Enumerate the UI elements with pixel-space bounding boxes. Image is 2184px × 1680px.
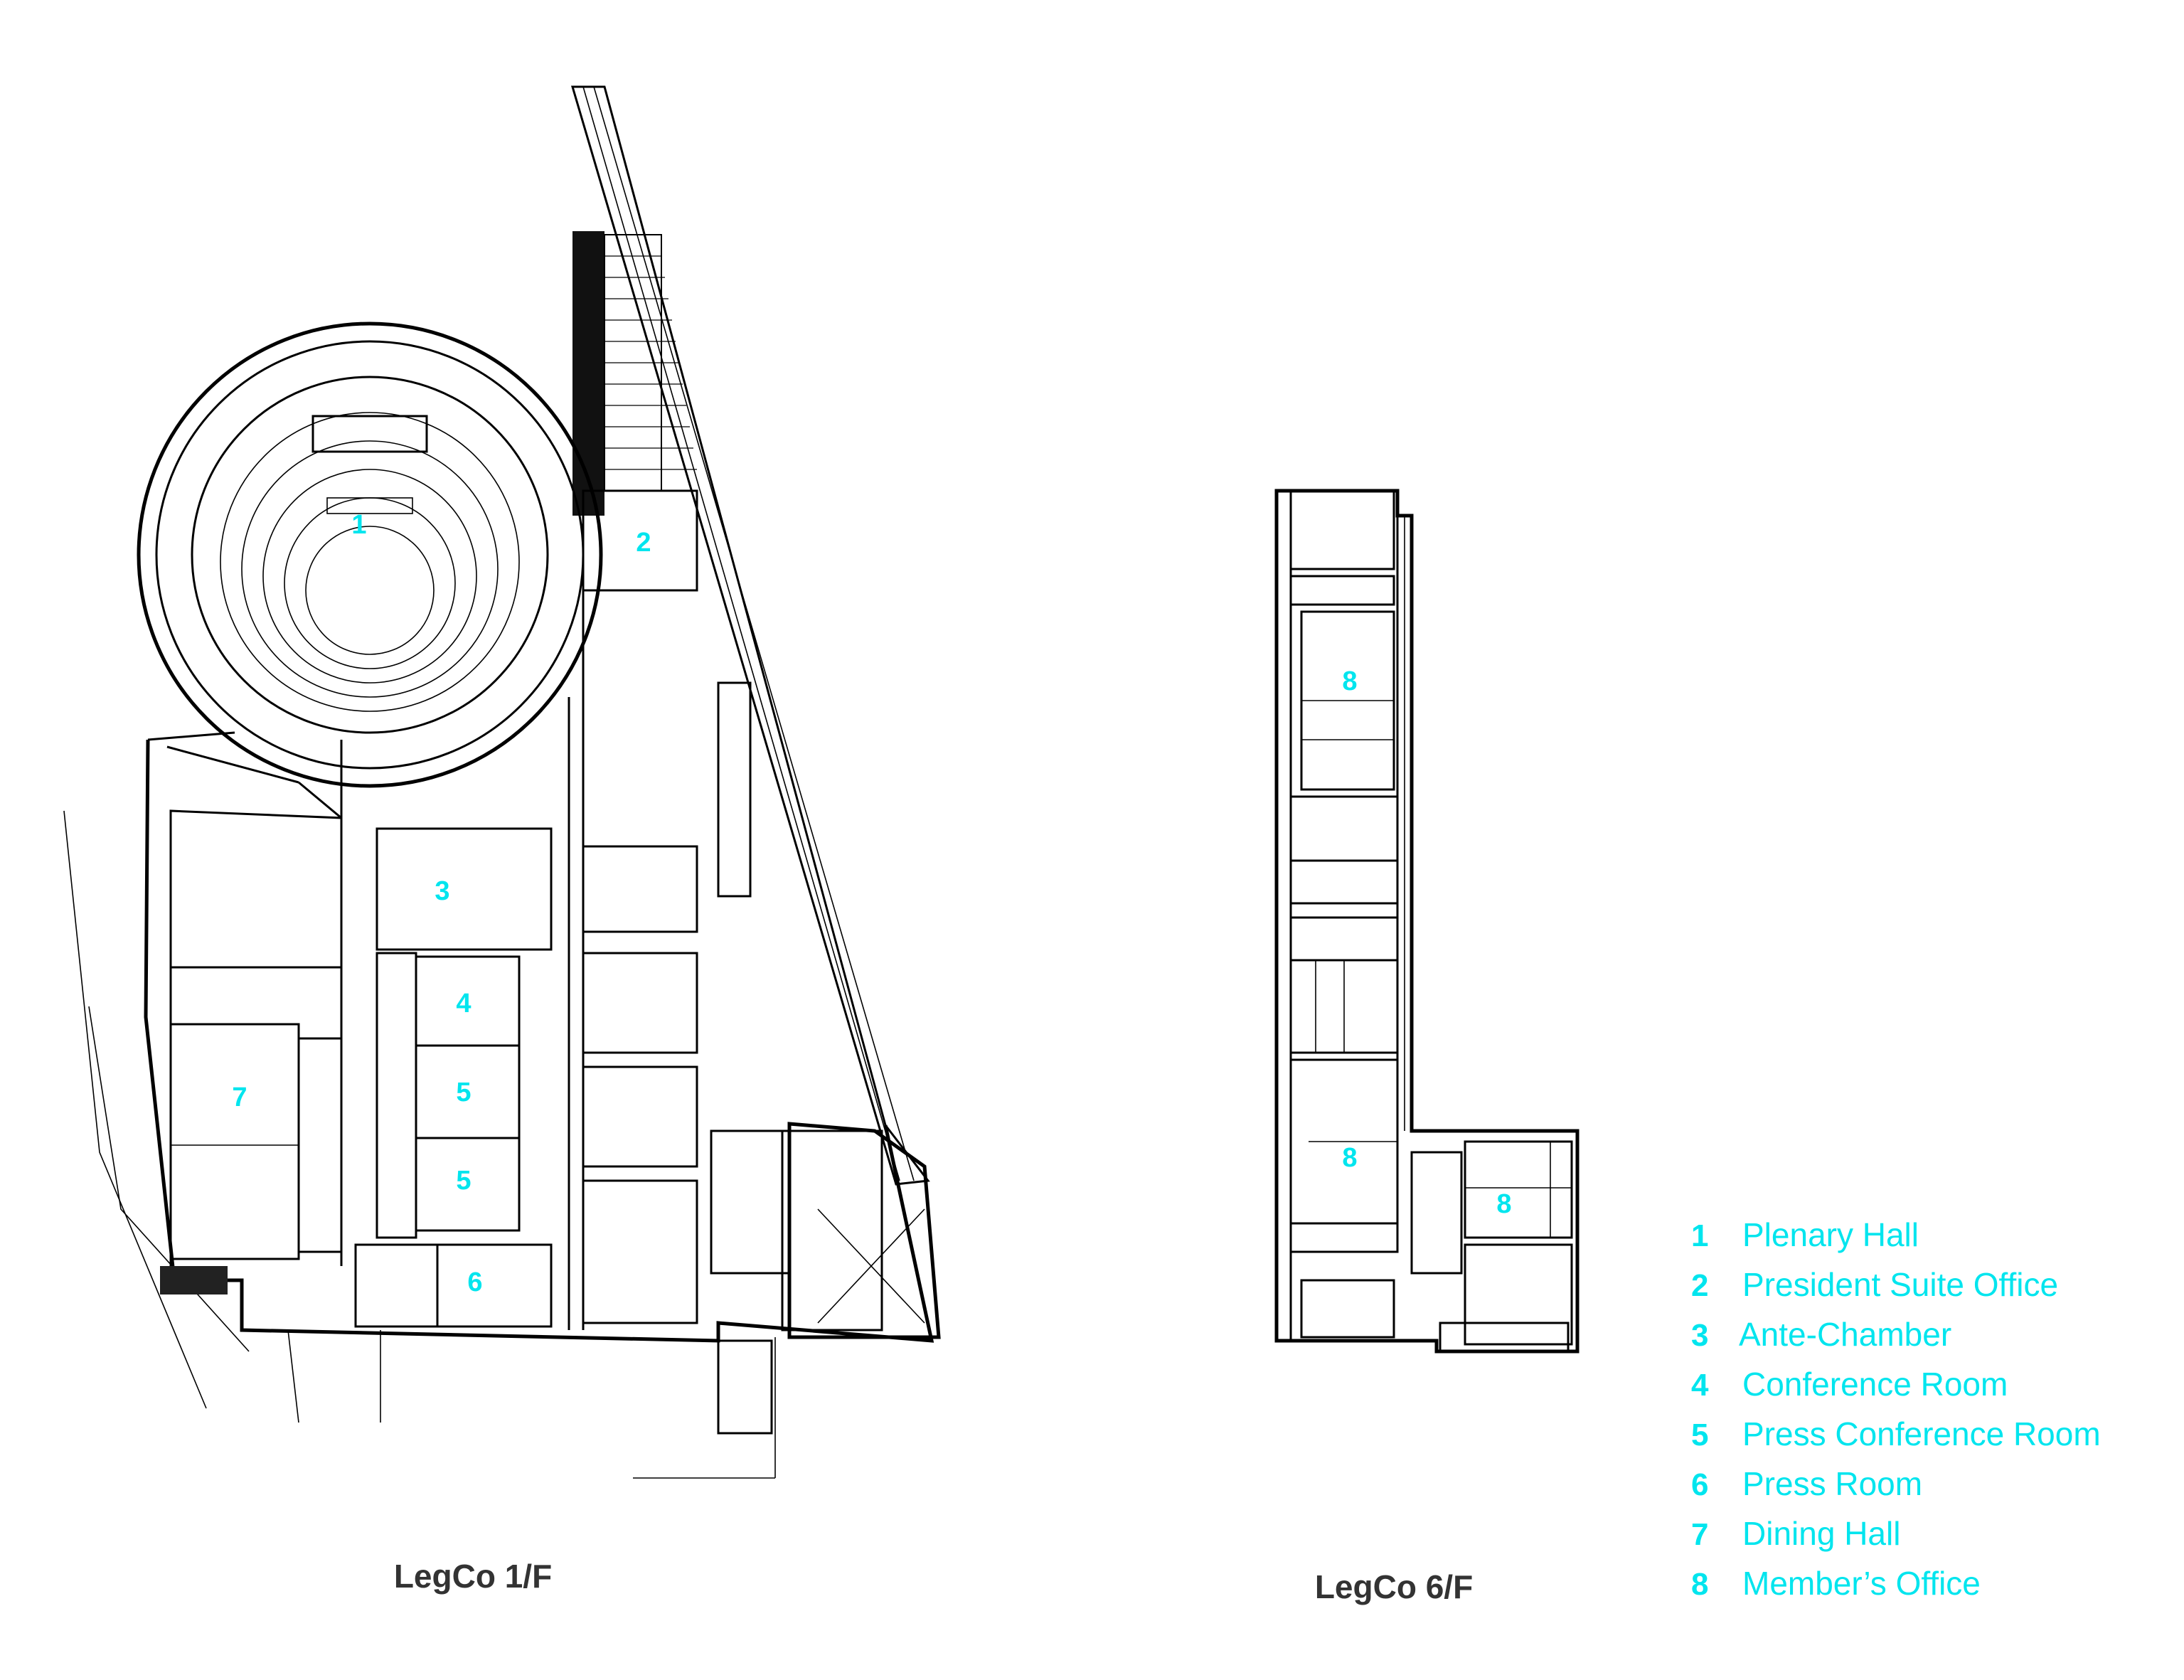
legend-item: 5 Press Conference Room [1691, 1415, 2101, 1452]
room-marker-ante-chamber: 3 [435, 876, 449, 906]
plenary-hall-drum [137, 321, 603, 788]
room-marker-dining-hall: 7 [232, 1083, 247, 1112]
room-marker-press-conference-b: 5 [456, 1166, 471, 1196]
legend-item: 8 Member’s Office [1691, 1565, 1981, 1602]
legend-number: 1 [1691, 1218, 1708, 1253]
legend-number: 2 [1691, 1268, 1708, 1303]
room-marker-members-office-b: 8 [1342, 1143, 1357, 1173]
legend: 1 Plenary Hall 2 President Suite Office … [1691, 1216, 2101, 1602]
first-floor-title: LegCo 1/F [394, 1558, 552, 1595]
legend-item: 2 President Suite Office [1691, 1266, 2058, 1303]
legend-item: 1 Plenary Hall [1691, 1216, 1919, 1253]
legend-number: 8 [1691, 1567, 1708, 1602]
legend-number: 7 [1691, 1517, 1708, 1552]
sixth-floor-plan: 8 8 8 LegCo 6/F [1274, 489, 1580, 1605]
north-wing-spine [570, 85, 930, 1186]
legend-number: 3 [1691, 1318, 1708, 1353]
room-marker-conference-room: 4 [456, 989, 471, 1019]
legend-item: 6 Press Room [1691, 1465, 1922, 1502]
legend-label: Ante-Chamber [1739, 1316, 1951, 1353]
legend-number: 5 [1691, 1418, 1708, 1452]
legend-label: Press Room [1742, 1465, 1922, 1502]
room-marker-president-suite: 2 [636, 528, 651, 558]
legend-label: Member’s Office [1742, 1565, 1981, 1602]
first-floor-plan: 1 2 3 4 5 5 6 7 LegCo 1/F [63, 85, 941, 1595]
room-marker-press-room: 6 [467, 1267, 482, 1297]
first-floor-walls [144, 489, 934, 1343]
legend-label: President Suite Office [1742, 1266, 2058, 1303]
legend-item: 7 Dining Hall [1691, 1515, 1900, 1552]
sixth-floor-title: LegCo 6/F [1315, 1568, 1473, 1605]
room-marker-plenary-hall: 1 [351, 510, 366, 540]
room-marker-members-office-c: 8 [1496, 1189, 1511, 1219]
legend-item: 3 Ante-Chamber [1691, 1316, 1951, 1353]
site-lines [63, 810, 776, 1479]
legend-label: Dining Hall [1742, 1515, 1900, 1552]
room-marker-members-office-a: 8 [1342, 666, 1357, 696]
legend-number: 4 [1691, 1368, 1709, 1403]
legend-number: 6 [1691, 1467, 1708, 1502]
legend-item: 4 Conference Room [1691, 1366, 2008, 1403]
legend-label: Press Conference Room [1742, 1415, 2101, 1452]
legend-label: Conference Room [1742, 1366, 2008, 1403]
southeast-wedge [787, 1122, 941, 1339]
legend-label: Plenary Hall [1742, 1216, 1919, 1253]
sixth-floor-walls [1274, 489, 1580, 1354]
room-marker-press-conference-a: 5 [456, 1078, 471, 1107]
